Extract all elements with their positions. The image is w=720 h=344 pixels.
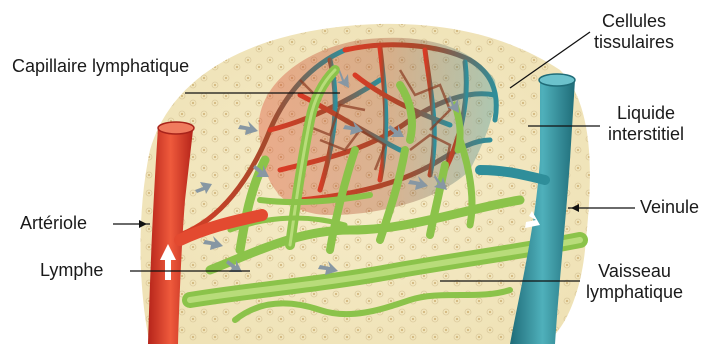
label-vaisseau-line2: lymphatique [586, 282, 683, 303]
label-cellules-line1: Cellules [594, 11, 674, 32]
label-arteriole: Artériole [20, 213, 87, 234]
label-liquide-interstitiel: Liquide interstitiel [608, 103, 684, 145]
label-lymphe: Lymphe [40, 260, 103, 281]
label-vaisseau-lymphatique: Vaisseau lymphatique [586, 261, 683, 303]
label-cellules-tissulaires: Cellules tissulaires [594, 11, 674, 53]
label-vaisseau-line1: Vaisseau [586, 261, 683, 282]
label-liquide-line1: Liquide [608, 103, 684, 124]
label-liquide-line2: interstitiel [608, 124, 684, 145]
label-capillaire-lymphatique: Capillaire lymphatique [12, 56, 189, 77]
label-cellules-line2: tissulaires [594, 32, 674, 53]
label-veinule: Veinule [640, 197, 699, 218]
